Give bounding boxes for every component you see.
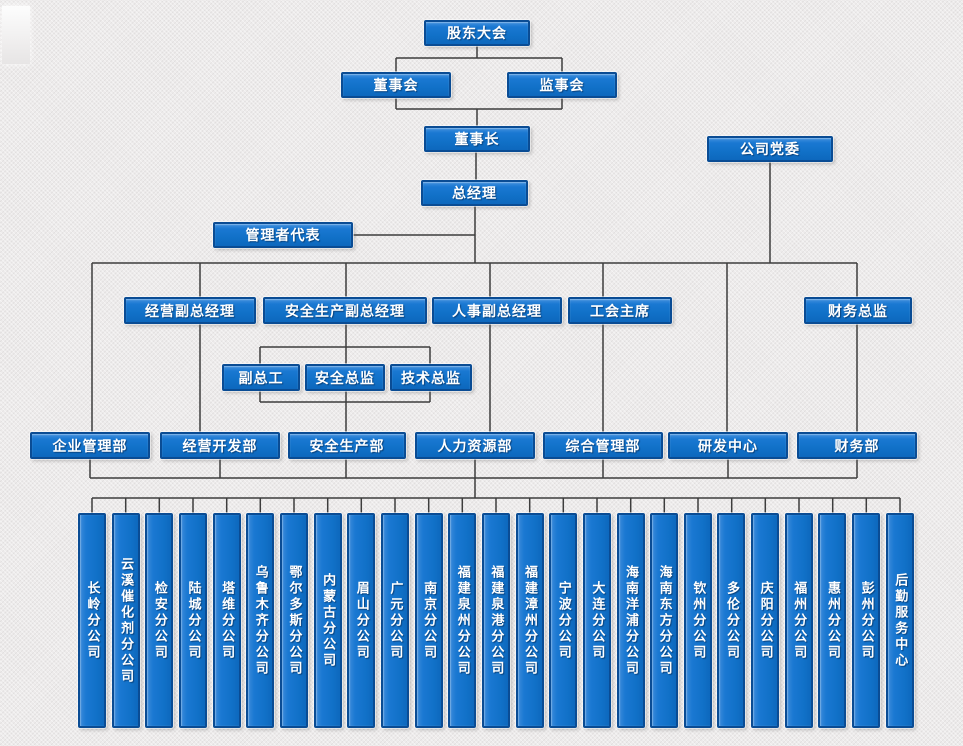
branch-box: 宁波分公司 [549, 513, 578, 728]
branch-label: 庆阳分公司 [757, 580, 773, 661]
branch-box: 福州分公司 [784, 513, 813, 728]
branch-label: 福建泉港分公司 [488, 564, 504, 677]
branch-label: 长岭分公司 [84, 580, 100, 661]
node-dept-business-dev: 经营开发部 [160, 432, 280, 459]
branch-box: 多伦分公司 [717, 513, 746, 728]
branch-label: 后勤服务中心 [892, 572, 908, 669]
node-finance-director: 财务总监 [804, 297, 912, 324]
branch-box: 陆城分公司 [178, 513, 207, 728]
node-dept-enterprise-mgmt: 企业管理部 [30, 432, 150, 459]
branch-box: 乌鲁木齐分公司 [246, 513, 275, 728]
node-general-manager: 总经理 [421, 180, 528, 206]
branch-label: 乌鲁木齐分公司 [252, 564, 268, 677]
branch-label: 塔维分公司 [219, 580, 235, 661]
node-board-of-directors: 董事会 [341, 72, 451, 98]
node-chairman: 董事长 [424, 126, 530, 152]
branch-label: 鄂尔多斯分公司 [286, 564, 302, 677]
branch-box: 云溪催化剂分公司 [111, 513, 140, 728]
branch-label: 南京分公司 [421, 580, 437, 661]
node-technology-director: 技术总监 [390, 364, 472, 391]
node-safety-director: 安全总监 [305, 364, 385, 391]
branch-label: 检安分公司 [151, 580, 167, 661]
branch-label: 云溪催化剂分公司 [118, 556, 134, 685]
background-highlight [2, 6, 30, 64]
branch-label: 广元分公司 [387, 580, 403, 661]
node-dept-rd-center: 研发中心 [668, 432, 788, 459]
branch-box: 庆阳分公司 [751, 513, 780, 728]
branch-box: 检安分公司 [145, 513, 174, 728]
branch-label: 宁波分公司 [555, 580, 571, 661]
branch-box: 福建泉州分公司 [448, 513, 477, 728]
branch-box: 大连分公司 [582, 513, 611, 728]
node-union-chairman: 工会主席 [568, 297, 672, 324]
branch-label: 福建漳州分公司 [522, 564, 538, 677]
branch-box: 广元分公司 [380, 513, 409, 728]
node-dept-human-resources: 人力资源部 [415, 432, 535, 459]
branch-label: 大连分公司 [589, 580, 605, 661]
node-vp-safety-production: 安全生产副总经理 [263, 297, 427, 324]
node-dept-safety-production: 安全生产部 [288, 432, 406, 459]
branch-box: 彭州分公司 [852, 513, 881, 728]
branch-label: 多伦分公司 [723, 580, 739, 661]
branch-box: 海南东方分公司 [650, 513, 679, 728]
node-party-committee: 公司党委 [707, 136, 833, 162]
node-dept-general-mgmt: 综合管理部 [543, 432, 663, 459]
branch-box: 钦州分公司 [683, 513, 712, 728]
branch-box: 鄂尔多斯分公司 [279, 513, 308, 728]
branch-label: 福建泉州分公司 [454, 564, 470, 677]
branch-label: 陆城分公司 [185, 580, 201, 661]
node-supervisory-board: 监事会 [507, 72, 617, 98]
branch-box: 后勤服务中心 [885, 513, 914, 728]
branch-label: 海南洋浦分公司 [623, 564, 638, 677]
branch-label: 彭州分公司 [858, 580, 874, 661]
branch-label: 钦州分公司 [690, 580, 706, 661]
node-vp-operations: 经营副总经理 [124, 297, 256, 324]
node-deputy-chief-engineer: 副总工 [222, 364, 300, 391]
branch-box: 福建漳州分公司 [515, 513, 544, 728]
branch-label: 内蒙古分公司 [320, 572, 336, 669]
branch-box: 塔维分公司 [212, 513, 241, 728]
node-dept-finance: 财务部 [797, 432, 917, 459]
branch-company-row: 长岭分公司 云溪催化剂分公司 检安分公司 陆城分公司 塔维分公司 乌鲁木齐分公司… [78, 513, 914, 728]
branch-box: 福建泉港分公司 [481, 513, 510, 728]
branch-label: 眉山分公司 [353, 580, 369, 661]
branch-label: 福州分公司 [791, 580, 807, 661]
branch-box: 长岭分公司 [78, 513, 106, 728]
branch-box: 南京分公司 [414, 513, 443, 728]
branch-label: 惠州分公司 [824, 580, 840, 661]
branch-box: 海南洋浦分公司 [616, 513, 645, 728]
branch-box: 眉山分公司 [347, 513, 376, 728]
node-shareholders-meeting: 股东大会 [424, 20, 530, 46]
branch-box: 惠州分公司 [818, 513, 847, 728]
node-management-representative: 管理者代表 [213, 222, 353, 248]
branch-box: 内蒙古分公司 [313, 513, 342, 728]
branch-label: 海南东方分公司 [656, 564, 672, 677]
node-vp-hr: 人事副总经理 [432, 297, 562, 324]
